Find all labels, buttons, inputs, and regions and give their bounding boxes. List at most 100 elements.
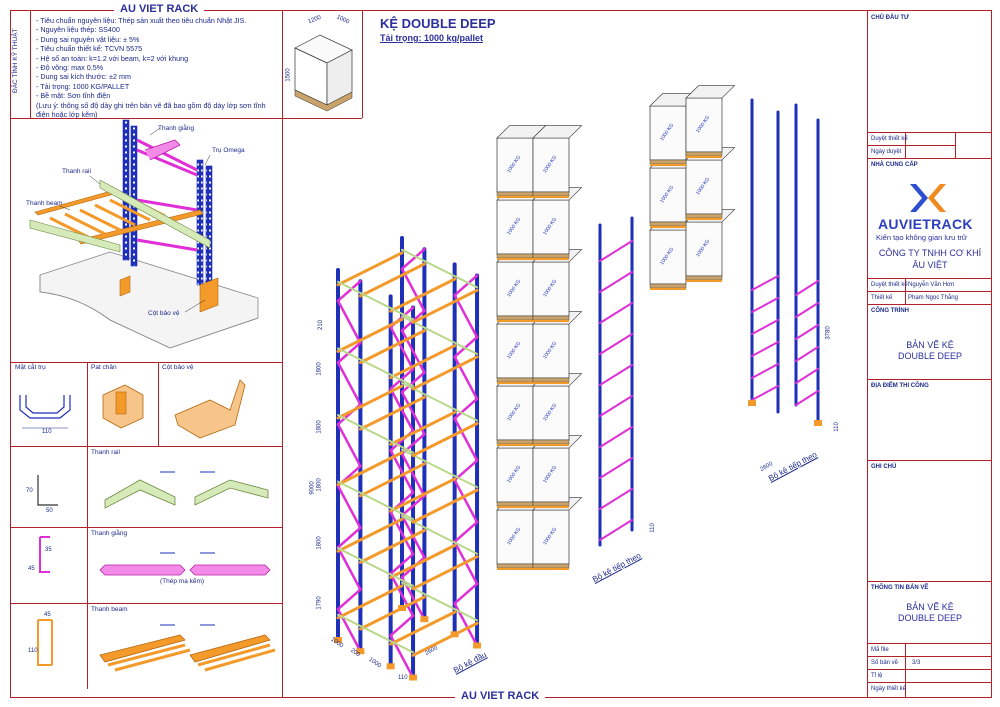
beam: [336, 251, 404, 287]
floor-slab: [39, 251, 259, 349]
dim-level: 1800: [316, 536, 323, 550]
beam: [686, 156, 722, 158]
spec-line: - Hệ số an toàn: k=1.2 với beam, k=2 với…: [36, 53, 189, 63]
beam: [411, 355, 479, 391]
pallet-base: [685, 213, 723, 219]
drawing-title: KỆ DOUBLE DEEP: [380, 16, 496, 31]
divider-details: [11, 362, 282, 363]
bracing: [599, 364, 633, 386]
tb-cong-trinh: CÔNG TRÌNH: [871, 308, 909, 314]
pallet-base: [532, 501, 570, 507]
divider-specs: [11, 118, 282, 119]
detail-title-thanh-giang: Thanh giằng: [91, 530, 128, 537]
rail-piece: [29, 219, 121, 253]
tb-nha-cung-cap: NHÀ CUNG CẤP: [871, 162, 918, 168]
bracing: [336, 526, 362, 549]
tb-line-13: [867, 682, 992, 683]
bracing: [751, 341, 779, 357]
pallet-base: [496, 253, 534, 259]
pallet-box: [532, 199, 570, 255]
tb-line-8: [867, 460, 992, 461]
brand-bottom-tab: AU VIET RACK: [455, 690, 546, 702]
tb-thong-tin: THÔNG TIN BẢN VẼ: [871, 585, 929, 591]
pallet-box: [496, 137, 534, 193]
beam: [650, 288, 686, 290]
rail-profile: [37, 475, 58, 506]
bracing: [453, 520, 479, 544]
bracing: [400, 247, 426, 271]
pallet-base: [496, 501, 534, 507]
divider-title-block: [867, 11, 868, 698]
foot-plate: [450, 631, 459, 638]
divider-detail-col1: [87, 362, 88, 689]
dim-110-a: 110: [398, 675, 408, 681]
drawing-subtitle: Tải trọng: 1000 kg/pallet: [380, 33, 484, 43]
bracing: [599, 333, 633, 355]
tb-cong-trinh-1: BẢN VẼ KỆ: [906, 340, 954, 350]
detail-title-pat-chan: Pat chân: [91, 364, 117, 371]
bracing: [400, 390, 426, 436]
bracing: [795, 324, 819, 340]
spec-line: - Tiêu chuẩn thiết kế: TCVN 5575: [36, 44, 143, 54]
pallet-box: [496, 323, 534, 379]
bracing: [400, 371, 426, 394]
pallet-base: [532, 563, 570, 569]
upright-post: [130, 125, 138, 267]
foot-plate: [814, 420, 822, 426]
brand-top-tab: AU VIET RACK: [114, 3, 205, 15]
beam: [650, 226, 686, 228]
logo-mark: [910, 184, 946, 212]
beam: [497, 320, 533, 322]
beam: [686, 280, 722, 282]
pallet-base: [685, 275, 723, 281]
dim-110-c: 110: [833, 422, 840, 432]
bracing: [599, 519, 633, 541]
bracing: [389, 552, 415, 576]
rail: [337, 613, 415, 654]
bracing: [795, 346, 819, 362]
bracing: [400, 329, 426, 374]
bracing: [599, 395, 633, 417]
upright-post: [122, 119, 130, 261]
beam: [497, 568, 533, 570]
bracing: [400, 452, 426, 498]
pallet-base: [496, 439, 534, 445]
rail: [337, 480, 415, 521]
beam: [358, 528, 426, 564]
tb-vline-1: [905, 132, 906, 158]
detail-drawings: [19, 379, 276, 672]
label-tru-omega: Trụ Omega: [212, 147, 245, 154]
bracing: [795, 280, 819, 296]
pallet-base: [532, 191, 570, 197]
bracing: [599, 271, 633, 293]
bracing: [400, 267, 426, 313]
divider-left-panel: [282, 11, 283, 698]
bracing: [336, 546, 362, 591]
dim-level: 210: [318, 319, 325, 331]
foot-plate: [356, 648, 365, 655]
detail-note-thep-ma-kem: (Thép mạ kẽm): [160, 578, 205, 585]
beam: [358, 329, 426, 365]
pallet-base: [496, 315, 534, 321]
tb-ghi-chu: GHI CHÚ: [871, 464, 897, 470]
bracing-profile: [39, 536, 50, 573]
detail-title-mat-cat-tru: Mặt cắt trụ: [15, 364, 46, 371]
bracing: [336, 588, 362, 611]
spec-line: - Tải trọng: 1000 KG/PALLET: [36, 81, 130, 91]
dim-110-b: 110: [649, 523, 656, 533]
beam: [497, 444, 533, 446]
tb-thong-tin-2: DOUBLE DEEP: [897, 613, 963, 623]
rail-part-left: [104, 479, 176, 509]
bracing: [136, 138, 198, 252]
label-thanh-rail: Thanh rail: [62, 168, 91, 175]
bracing: [751, 363, 779, 379]
beam: [533, 320, 569, 322]
bracing: [599, 240, 633, 262]
bracing: [389, 614, 415, 637]
pallet-box: [532, 137, 570, 193]
bracing: [751, 275, 779, 291]
rail: [337, 414, 415, 454]
beam: [411, 288, 479, 324]
tb-thong-tin-1: BẢN VẼ KỆ: [906, 602, 954, 612]
